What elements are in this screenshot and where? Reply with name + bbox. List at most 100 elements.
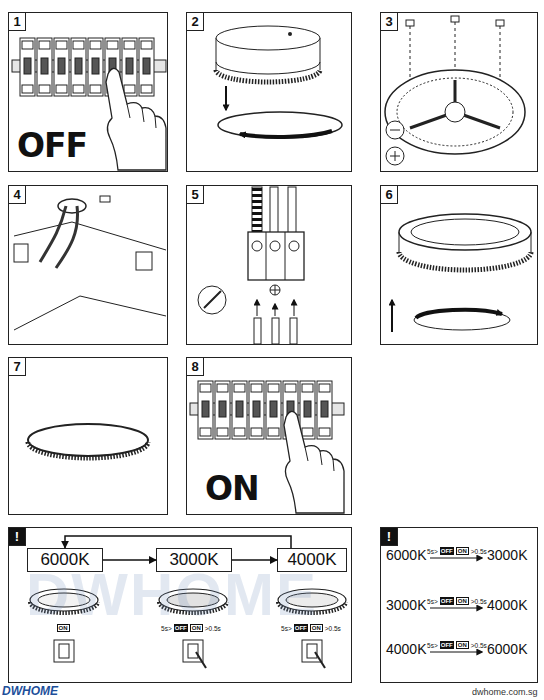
- lamp-fitting: [392, 214, 531, 332]
- cable: [252, 187, 262, 233]
- screw-head: [406, 20, 414, 26]
- wall-switch: [54, 640, 74, 662]
- cable-entry: [14, 196, 166, 330]
- plate-edge: [14, 296, 166, 330]
- note-mark: !: [9, 528, 26, 546]
- color-temp: 3000K: [487, 547, 527, 563]
- switch-state: ON: [205, 469, 259, 508]
- breaker-panel: [12, 38, 166, 170]
- lamp-edge: [216, 62, 320, 74]
- lamp-removal: [216, 26, 342, 138]
- step-arrow: [430, 652, 482, 653]
- lamp-done: [28, 424, 148, 458]
- clip: [136, 252, 152, 270]
- screwdriver-icon: [198, 286, 226, 314]
- switch-rocker: [188, 644, 198, 658]
- step-panel: 4: [8, 185, 168, 345]
- step-number: 1: [9, 13, 26, 31]
- switch-rocker: [307, 644, 317, 658]
- finger: [196, 652, 206, 668]
- note-mark: !: [381, 528, 398, 546]
- switch-timing: 5s>: [427, 642, 438, 649]
- lamp-band: [399, 252, 531, 270]
- insert-arrow: [257, 300, 258, 316]
- step-panel: 5: [186, 185, 352, 345]
- note-panel: !5s>OFFON>0.5s5s>OFFON>0.5s5s>OFFON>0.5s…: [380, 527, 538, 683]
- step-panel: 2: [186, 12, 352, 172]
- switch-off: OFF: [294, 624, 308, 632]
- color-temp: 4000K: [386, 641, 426, 657]
- terminal-divider: [266, 232, 285, 280]
- wire: [272, 318, 279, 344]
- switch-on: ON: [456, 597, 469, 605]
- step-arrow: [430, 558, 482, 559]
- color-temp: 6000K: [487, 641, 527, 657]
- screw-head: [451, 16, 459, 22]
- lamp-top: [399, 214, 531, 250]
- sequence-arrow: [103, 559, 156, 561]
- color-temp: 6000K: [40, 550, 89, 570]
- step-number: 7: [9, 358, 26, 376]
- rotate-arrow: [240, 131, 332, 137]
- cable-hole: [58, 199, 86, 213]
- terminal-screw: [252, 241, 262, 251]
- screw-head: [496, 20, 504, 26]
- brand-logo: DWHOME: [2, 684, 58, 698]
- color-temp: 3000K: [386, 597, 426, 613]
- led-ring: [397, 78, 513, 146]
- switch-off: OFF: [174, 624, 188, 632]
- lamp-band: [216, 70, 320, 82]
- step-panel: 8ON: [186, 357, 352, 515]
- switch-timing: 5s>: [427, 598, 438, 605]
- rotate-arrow: [416, 310, 502, 318]
- screwdriver: [204, 291, 221, 308]
- website: dwhome.com.sg: [472, 687, 538, 697]
- down-arrow: [225, 86, 227, 110]
- terminal-screw: [289, 241, 299, 251]
- lamp: [159, 589, 227, 611]
- switch-rocker: [59, 644, 69, 658]
- color-temp-box: 4000K: [277, 548, 347, 572]
- lamp-top: [216, 26, 320, 50]
- terminal-screw: [270, 241, 280, 251]
- lamp: [278, 589, 346, 611]
- step-number: 4: [9, 186, 26, 204]
- breaker-panel: [190, 381, 344, 513]
- color-temp-box: 3000K: [156, 548, 232, 572]
- wire: [254, 318, 261, 344]
- cable: [288, 187, 296, 233]
- switch-sequence: 5s>OFFON>0.5s: [427, 641, 487, 649]
- lamp-band: [28, 442, 148, 458]
- cable: [270, 187, 278, 233]
- switch-timing: 5s>: [161, 625, 172, 632]
- ground-symbol: [270, 285, 280, 295]
- tool-mark: [390, 130, 400, 161]
- switch-sequence: 5s>OFFON>0.5s: [427, 597, 487, 605]
- step-panel: 1OFF: [8, 12, 168, 172]
- rotate-ring: [414, 310, 510, 330]
- color-lamps: [30, 589, 346, 668]
- clip: [100, 196, 110, 202]
- step-number: 8: [187, 358, 204, 376]
- wire: [290, 318, 297, 344]
- sequence-arrows: [430, 558, 482, 652]
- watermark: DWHOME: [26, 560, 318, 629]
- step-arrow: [430, 608, 482, 609]
- wire: [56, 206, 78, 268]
- color-temp: 3000K: [169, 550, 218, 570]
- up-arrow: [391, 300, 393, 332]
- switch-timing: >0.5s: [325, 625, 341, 632]
- lamp-diffuser: [167, 593, 219, 607]
- switch-timing: >0.5s: [471, 598, 487, 605]
- plate-edge: [14, 222, 166, 250]
- color-temp: 4000K: [487, 597, 527, 613]
- step-panel: 7: [8, 357, 168, 515]
- terminal-block: [248, 232, 304, 280]
- switch-timing: >0.5s: [471, 548, 487, 555]
- switch-on: ON: [190, 624, 203, 632]
- step-panel: 6: [380, 185, 538, 345]
